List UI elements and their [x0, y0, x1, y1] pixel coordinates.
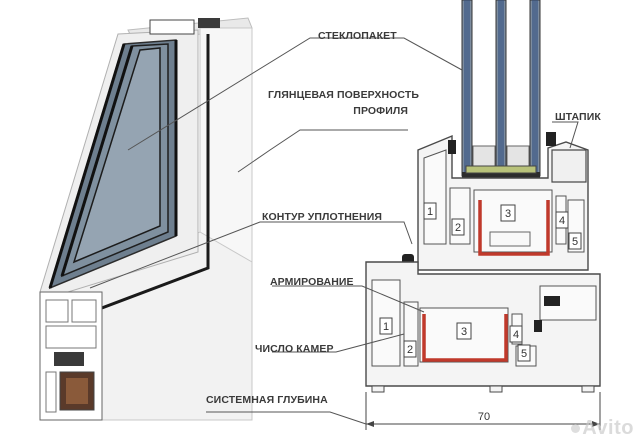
leader-system-depth — [206, 411, 367, 425]
leader-glossy-surface — [237, 129, 408, 173]
label-reinforcement: АРМИРОВАНИЕ — [270, 276, 354, 288]
frame-chamber-4: 4 — [513, 329, 519, 341]
bottom-cutaway — [39, 291, 103, 421]
glass-unit-section — [461, 0, 541, 178]
label-glossy-surface-line2: ПРОФИЛЯ — [353, 105, 408, 117]
leader-chamber-count — [272, 333, 405, 353]
sash-chamber-5: 5 — [572, 236, 578, 248]
leader-seal-contour — [89, 221, 413, 289]
top-cutaway-dark — [198, 18, 220, 28]
label-glass-unit: СТЕКЛОПАКЕТ — [318, 30, 397, 42]
leader-glass-unit — [127, 37, 463, 151]
frame-chamber-1: 1 — [383, 321, 389, 333]
frame-gasket — [69, 34, 210, 322]
sash-chamber-numbers: 1 2 3 4 5 — [423, 202, 582, 250]
leader-reinforcement — [272, 285, 425, 313]
label-glazing-bead: ШТАПИК — [555, 111, 601, 123]
leader-lines — [89, 37, 579, 425]
glass-pane-inner — [72, 47, 161, 264]
sash-chamber-4: 4 — [559, 215, 565, 227]
profile-cross-section: 1 2 3 4 5 1 2 3 4 5 — [365, 0, 601, 430]
dimension-value: 70 — [478, 411, 490, 423]
frame-chamber-5: 5 — [521, 348, 527, 360]
sash-chamber-3: 3 — [505, 208, 511, 220]
watermark-text: Avito — [582, 417, 634, 439]
avito-logo-icon — [571, 424, 581, 434]
system-depth-dimension: 70 — [365, 392, 601, 430]
window-corner-3d-view — [39, 17, 253, 421]
frame-profile — [365, 261, 601, 393]
sash-chamber-2: 2 — [455, 222, 461, 234]
spacer-line-2 — [60, 45, 134, 277]
label-chamber-count: ЧИСЛО КАМЕР — [255, 343, 334, 355]
label-system-depth: СИСТЕМНАЯ ГЛУБИНА — [206, 394, 328, 406]
leader-glazing-bead — [552, 121, 579, 149]
avito-watermark: Avito — [571, 417, 634, 440]
label-seal-contour: КОНТУР УПЛОТНЕНИЯ — [262, 211, 383, 223]
frame-chamber-2: 2 — [407, 344, 413, 356]
spacer-line-1 — [48, 43, 126, 289]
frame-chamber-3: 3 — [461, 326, 467, 338]
top-cutaway — [149, 19, 195, 35]
frame-chamber-numbers: 1 2 3 4 5 — [379, 317, 531, 362]
label-glossy-surface-line1: ГЛЯНЦЕВАЯ ПОВЕРХНОСТЬ — [268, 89, 420, 101]
sash-chamber-1: 1 — [427, 206, 433, 218]
